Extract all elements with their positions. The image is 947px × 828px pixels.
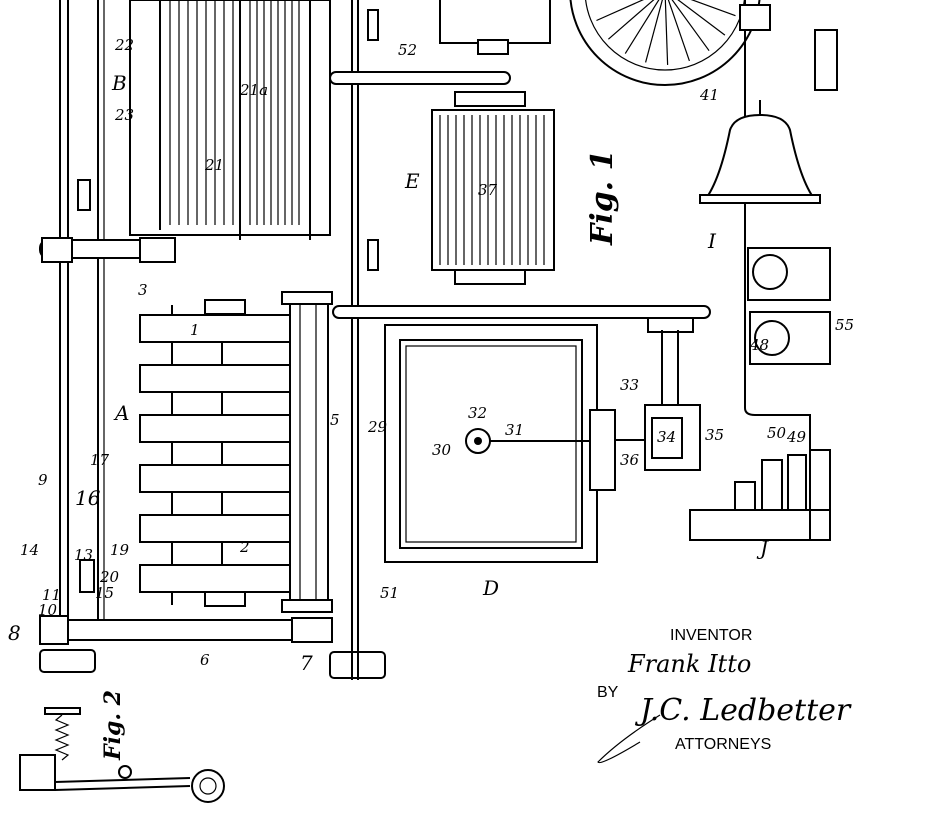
section-b-label: B	[111, 71, 127, 95]
ref-1: 1	[190, 321, 200, 339]
ref-37: 37	[478, 181, 498, 199]
upper-gear-belt	[39, 237, 176, 263]
fig2-label: Fig. 2	[100, 690, 126, 761]
dial-ray	[664, 0, 669, 65]
reference-numerals: 1 2 3 5 6 7 8 9 10 11 13 14 15 16 17 19 …	[8, 36, 854, 675]
dial-41	[569, 0, 761, 86]
slat	[139, 314, 291, 343]
ref-49: 49	[786, 428, 807, 446]
ref-2: 2	[239, 538, 250, 556]
roller-frame	[281, 291, 333, 613]
signature-block: INVENTOR Frank Itto BY J.C. Ledbetter AT…	[597, 627, 852, 764]
ref-8: 8	[8, 621, 21, 645]
ref-11: 11	[42, 586, 61, 604]
dial-ray	[624, 0, 660, 54]
ref-50: 50	[767, 424, 787, 442]
ref-23: 23	[114, 106, 134, 124]
component-34	[615, 317, 701, 471]
fig2-drawing	[19, 707, 225, 803]
inventor-label: INVENTOR	[670, 627, 752, 644]
ref-33: 33	[620, 376, 639, 394]
slat	[139, 564, 291, 593]
dial-ray	[596, 0, 645, 22]
section-d-label: D	[482, 576, 499, 600]
ref-5: 5	[330, 411, 340, 429]
wire-48	[744, 0, 811, 450]
ref-19: 19	[110, 541, 130, 559]
panel-a	[139, 299, 291, 607]
ref-31: 31	[505, 421, 524, 439]
ref-15: 15	[95, 584, 114, 602]
ref-34: 34	[657, 428, 676, 446]
ref-55: 55	[835, 316, 854, 334]
inventor-name: Frank Itto	[627, 650, 751, 678]
relay-boxes	[747, 247, 831, 365]
unit-j	[689, 449, 831, 541]
section-j-label: J	[756, 536, 769, 560]
ref-17: 17	[90, 451, 110, 469]
ref-52: 52	[398, 41, 417, 59]
ref-29: 29	[367, 418, 388, 436]
ref-51: 51	[380, 584, 399, 602]
dial-ray	[645, 0, 663, 63]
slat	[139, 364, 291, 393]
switch-top	[739, 4, 771, 31]
ref-9: 9	[38, 471, 48, 489]
ref-13: 13	[74, 546, 93, 564]
panel-top-e	[439, 0, 551, 55]
lower-belt	[39, 615, 386, 679]
belt-d	[332, 305, 711, 319]
fig1-label: Fig. 1	[585, 150, 620, 246]
left-shafts	[59, 0, 105, 620]
ref-22: 22	[114, 36, 134, 54]
attorney-signature: J.C. Ledbetter	[634, 693, 852, 728]
dial-ray	[677, 0, 726, 36]
section-i-label: I	[707, 229, 717, 253]
bell-i	[699, 100, 821, 204]
signature-flourish	[597, 714, 661, 764]
ref-36: 36	[620, 451, 640, 469]
belt-e-top	[329, 71, 511, 85]
ref-48: 48	[749, 336, 769, 354]
by-label: BY	[597, 684, 619, 701]
section-e-label: E	[404, 169, 420, 193]
solenoid-52	[814, 29, 838, 91]
panel-b	[129, 0, 331, 240]
dial-ray	[608, 0, 655, 40]
ref-6: 6	[200, 651, 210, 669]
dial-ray	[690, 0, 736, 17]
section-a-label: A	[113, 401, 129, 425]
ref-30: 30	[432, 441, 452, 459]
slat	[139, 414, 291, 443]
slat	[139, 464, 291, 493]
ref-41: 41	[699, 86, 719, 104]
dial-ray	[667, 0, 690, 62]
dial-ray	[671, 0, 710, 52]
ref-35: 35	[705, 426, 724, 444]
ref-21: 21	[204, 156, 224, 174]
ref-16: 16	[75, 486, 101, 510]
shaft-51	[77, 0, 379, 680]
ref-7: 7	[300, 651, 313, 675]
ref-21a: 21a	[239, 81, 268, 99]
ref-32: 32	[468, 404, 487, 422]
frame-d	[384, 324, 616, 563]
ref-3: 3	[138, 281, 148, 299]
panel-37	[431, 91, 555, 285]
ref-14: 14	[20, 541, 39, 559]
slat	[139, 514, 291, 543]
ref-10: 10	[38, 601, 58, 619]
attorneys-label: ATTORNEYS	[675, 736, 771, 753]
ref-20: 20	[99, 568, 120, 586]
